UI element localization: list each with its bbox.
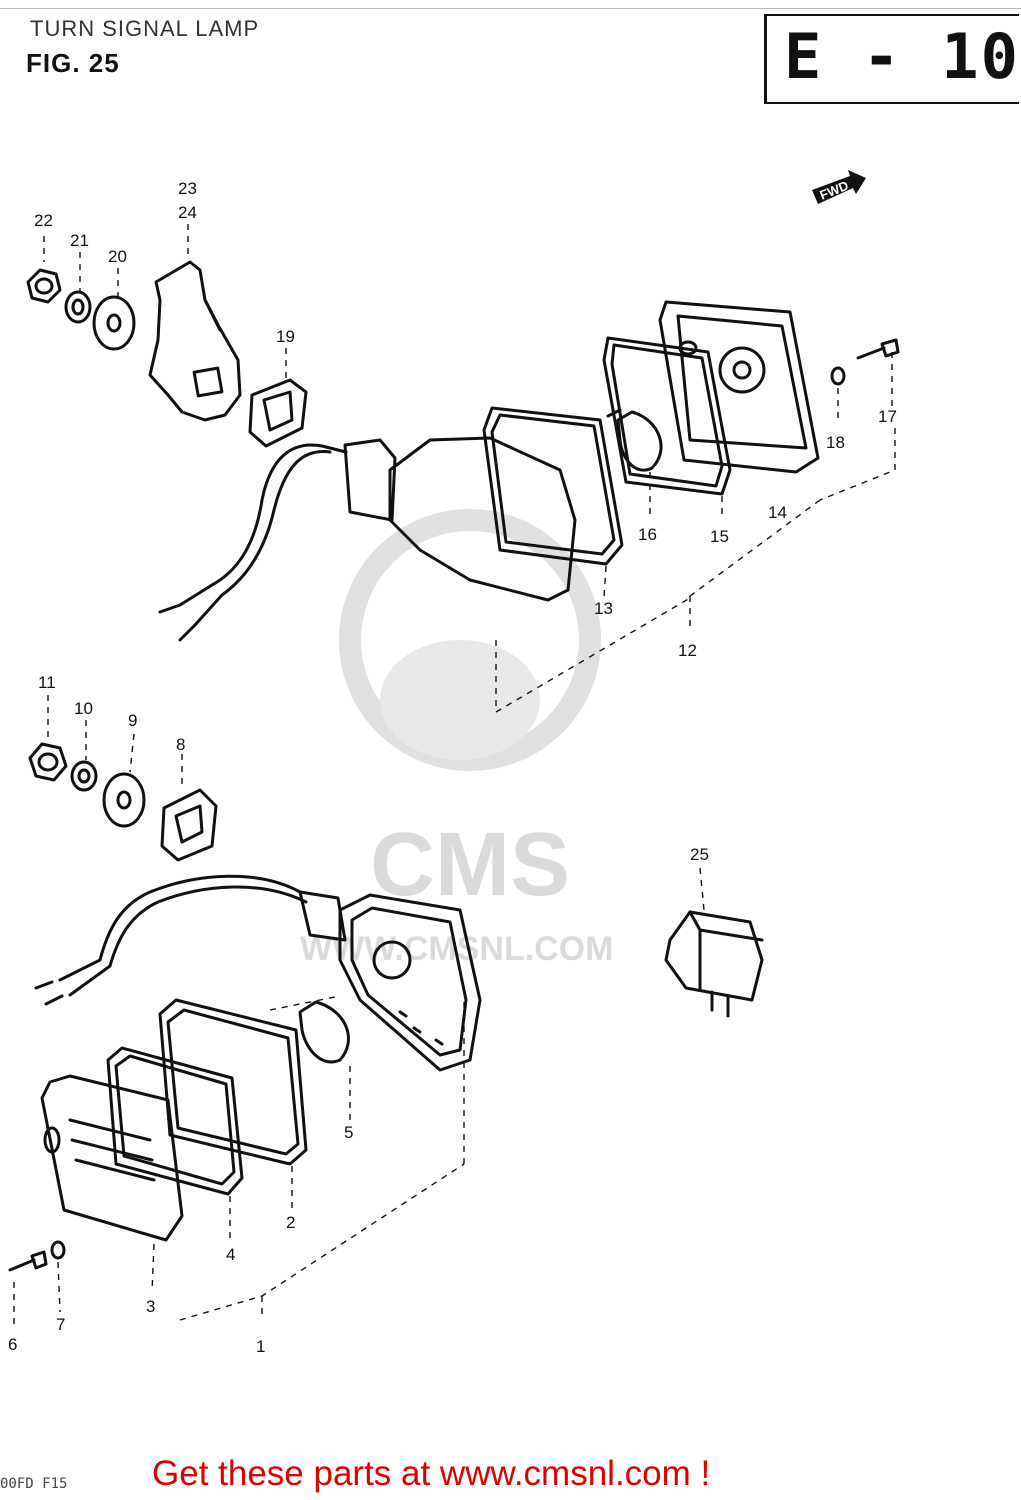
- bracket-23-24-part: [148, 260, 242, 422]
- screw-17-part: [856, 338, 900, 360]
- callout-4: 4: [226, 1245, 235, 1264]
- fwd-arrow-icon: FWD: [812, 170, 866, 204]
- callout-22: 22: [34, 211, 53, 230]
- lower-lamp-housing-part: [34, 874, 482, 1072]
- callout-15: 15: [710, 527, 729, 546]
- callout-11: 11: [38, 673, 56, 692]
- gasket-4-part: [106, 1046, 244, 1196]
- bulb-16-part: [606, 408, 663, 472]
- callout-5: 5: [344, 1123, 353, 1142]
- callout-3: 3: [146, 1297, 155, 1316]
- washer-9-part: [102, 772, 146, 828]
- top-rule: [0, 8, 1021, 9]
- callout-14: 14: [768, 503, 787, 522]
- lock-washer-10-part: [70, 760, 98, 792]
- washer-18-part: [830, 366, 846, 386]
- nut-22-part: [26, 268, 62, 304]
- section-code: E - 10: [784, 20, 1020, 93]
- callout-13: 13: [594, 599, 613, 618]
- callout-1: 1: [256, 1337, 265, 1356]
- screw-6-part: [8, 1250, 48, 1272]
- fwd-label: FWD: [818, 178, 851, 203]
- washer-7-part: [50, 1240, 66, 1260]
- section-code-box: [764, 14, 1019, 104]
- callout-19: 19: [276, 327, 295, 346]
- leader-lines: [13, 224, 896, 1326]
- gasket-2-part: [158, 998, 308, 1166]
- washer-20-part: [92, 295, 136, 351]
- lock-washer-21-part: [64, 290, 92, 324]
- cms-watermark: CMS WWW.CMSNL.COM: [300, 509, 614, 968]
- callout-23: 23: [178, 179, 197, 198]
- callout-18: 18: [826, 433, 845, 452]
- parts-cta-link[interactable]: Get these parts at www.cmsnl.com !: [152, 1454, 711, 1493]
- callout-6: 6: [8, 1335, 17, 1354]
- callout-12: 12: [678, 641, 697, 660]
- part-number-callouts: 22 21 20 23 24 19 17 18 16 15 14 13 12 1…: [8, 179, 897, 1356]
- callout-10: 10: [74, 699, 93, 718]
- callout-20: 20: [108, 247, 127, 266]
- callout-2: 2: [286, 1213, 295, 1232]
- figure-number: FIG. 25: [26, 48, 120, 78]
- grommet-19-part: [248, 378, 308, 448]
- nut-11-part: [28, 742, 68, 782]
- callout-8: 8: [176, 735, 185, 754]
- callout-17: 17: [878, 407, 897, 426]
- callout-25: 25: [690, 845, 709, 864]
- callout-9: 9: [128, 711, 137, 730]
- bulb-5-part: [298, 1000, 350, 1064]
- gasket-15-part: [602, 336, 732, 496]
- lens-3-part: [40, 1074, 184, 1242]
- callout-24: 24: [178, 203, 197, 222]
- grommet-8-part: [160, 788, 218, 862]
- watermark-brand: CMS: [370, 815, 570, 915]
- callout-16: 16: [638, 525, 657, 544]
- gasket-13-part: [482, 406, 624, 566]
- callout-21: 21: [70, 231, 89, 250]
- lens-14-part: [658, 300, 820, 474]
- page-title: TURN SIGNAL LAMP: [30, 16, 260, 41]
- corner-code: 00FD F15: [0, 1476, 68, 1492]
- upper-lamp-body-part: [158, 436, 577, 642]
- flasher-relay-25-part: [664, 910, 764, 1018]
- callout-7: 7: [56, 1315, 65, 1334]
